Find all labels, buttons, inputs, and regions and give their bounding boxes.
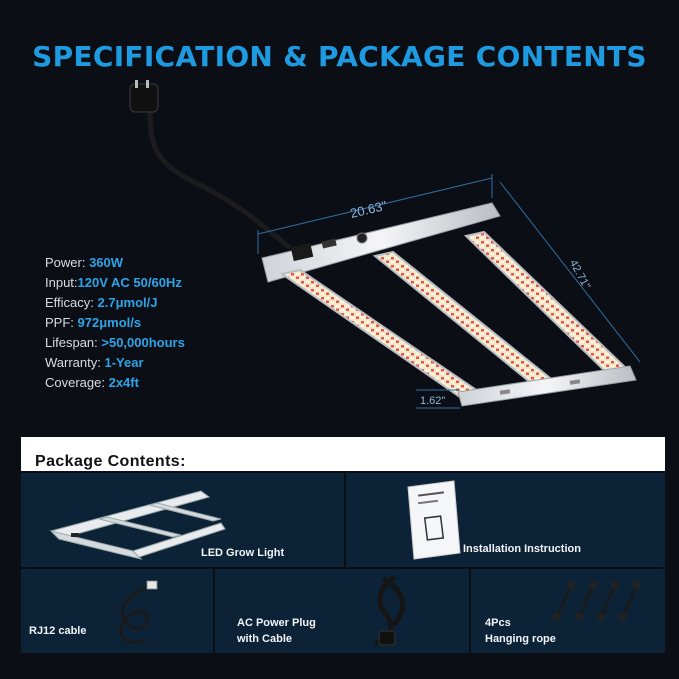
spec-lifespan: Lifespan: >50,000hours: [45, 335, 185, 350]
package-item-light: LED Grow Light: [21, 473, 344, 567]
spec-list: Power: 360W Input:120V AC 50/60Hz Effica…: [45, 253, 185, 393]
package-item-rope-label: 4Pcs Hanging rope: [485, 617, 556, 645]
spec-efficacy: Efficacy: 2.7μmol/J: [45, 295, 158, 310]
grow-light-illustration: 20.63" 42.71" 1.62": [129, 80, 641, 409]
package-item-rj12: RJ12 cable: [21, 569, 213, 653]
power-plug-cable-icon: [374, 574, 406, 646]
grow-light-thumbnail: [49, 490, 226, 560]
plug-icon: [129, 80, 159, 113]
rj12-cable-icon: [119, 580, 158, 644]
width-dimension-label: 20.63": [349, 198, 389, 221]
power-cable: [147, 111, 292, 250]
top-bar: [261, 202, 501, 283]
width-dimension-line: [257, 174, 493, 254]
display-screen: [321, 238, 337, 249]
bottom-bar: [457, 365, 637, 407]
light-bar-2: [372, 250, 563, 394]
package-item-plug-label: AC Power Plug with Cable: [237, 617, 316, 645]
package-item-plug: AC Power Plug with Cable: [215, 569, 469, 653]
length-dimension-label: 42.71": [567, 258, 592, 291]
light-bar-3: [463, 230, 632, 380]
package-item-manual-label: Installation Instruction: [463, 543, 581, 555]
page-title: SPECIFICATION & PACKAGE CONTENTS: [32, 40, 647, 73]
driver-box: [290, 242, 314, 262]
manual-icon: [407, 480, 461, 560]
height-dimension-line: [416, 389, 460, 409]
spec-power: Power: 360W: [45, 255, 124, 270]
package-item-manual: Installation Instruction: [346, 473, 665, 567]
height-dimension-label: 1.62": [420, 395, 445, 407]
package-contents-title: Package Contents:: [35, 453, 186, 470]
dimmer-knob: [356, 232, 368, 244]
package-contents-header: Package Contents:: [21, 437, 665, 471]
package-item-light-label: LED Grow Light: [201, 547, 285, 559]
light-bar-1: [279, 268, 491, 406]
spec-warranty: Warranty: 1-Year: [45, 355, 144, 370]
package-item-rj12-label: RJ12 cable: [29, 625, 87, 637]
package-grid: LED Grow Light Installation Instruction …: [21, 473, 665, 653]
spec-ppf: PPF: 972μmol/s: [45, 315, 142, 330]
spec-input: Input:120V AC 50/60Hz: [45, 275, 182, 290]
length-dimension-line: [499, 181, 641, 363]
hanging-rope-icon: [553, 581, 641, 621]
spec-coverage: Coverage: 2x4ft: [45, 375, 139, 390]
package-item-rope: 4Pcs Hanging rope: [471, 569, 665, 653]
